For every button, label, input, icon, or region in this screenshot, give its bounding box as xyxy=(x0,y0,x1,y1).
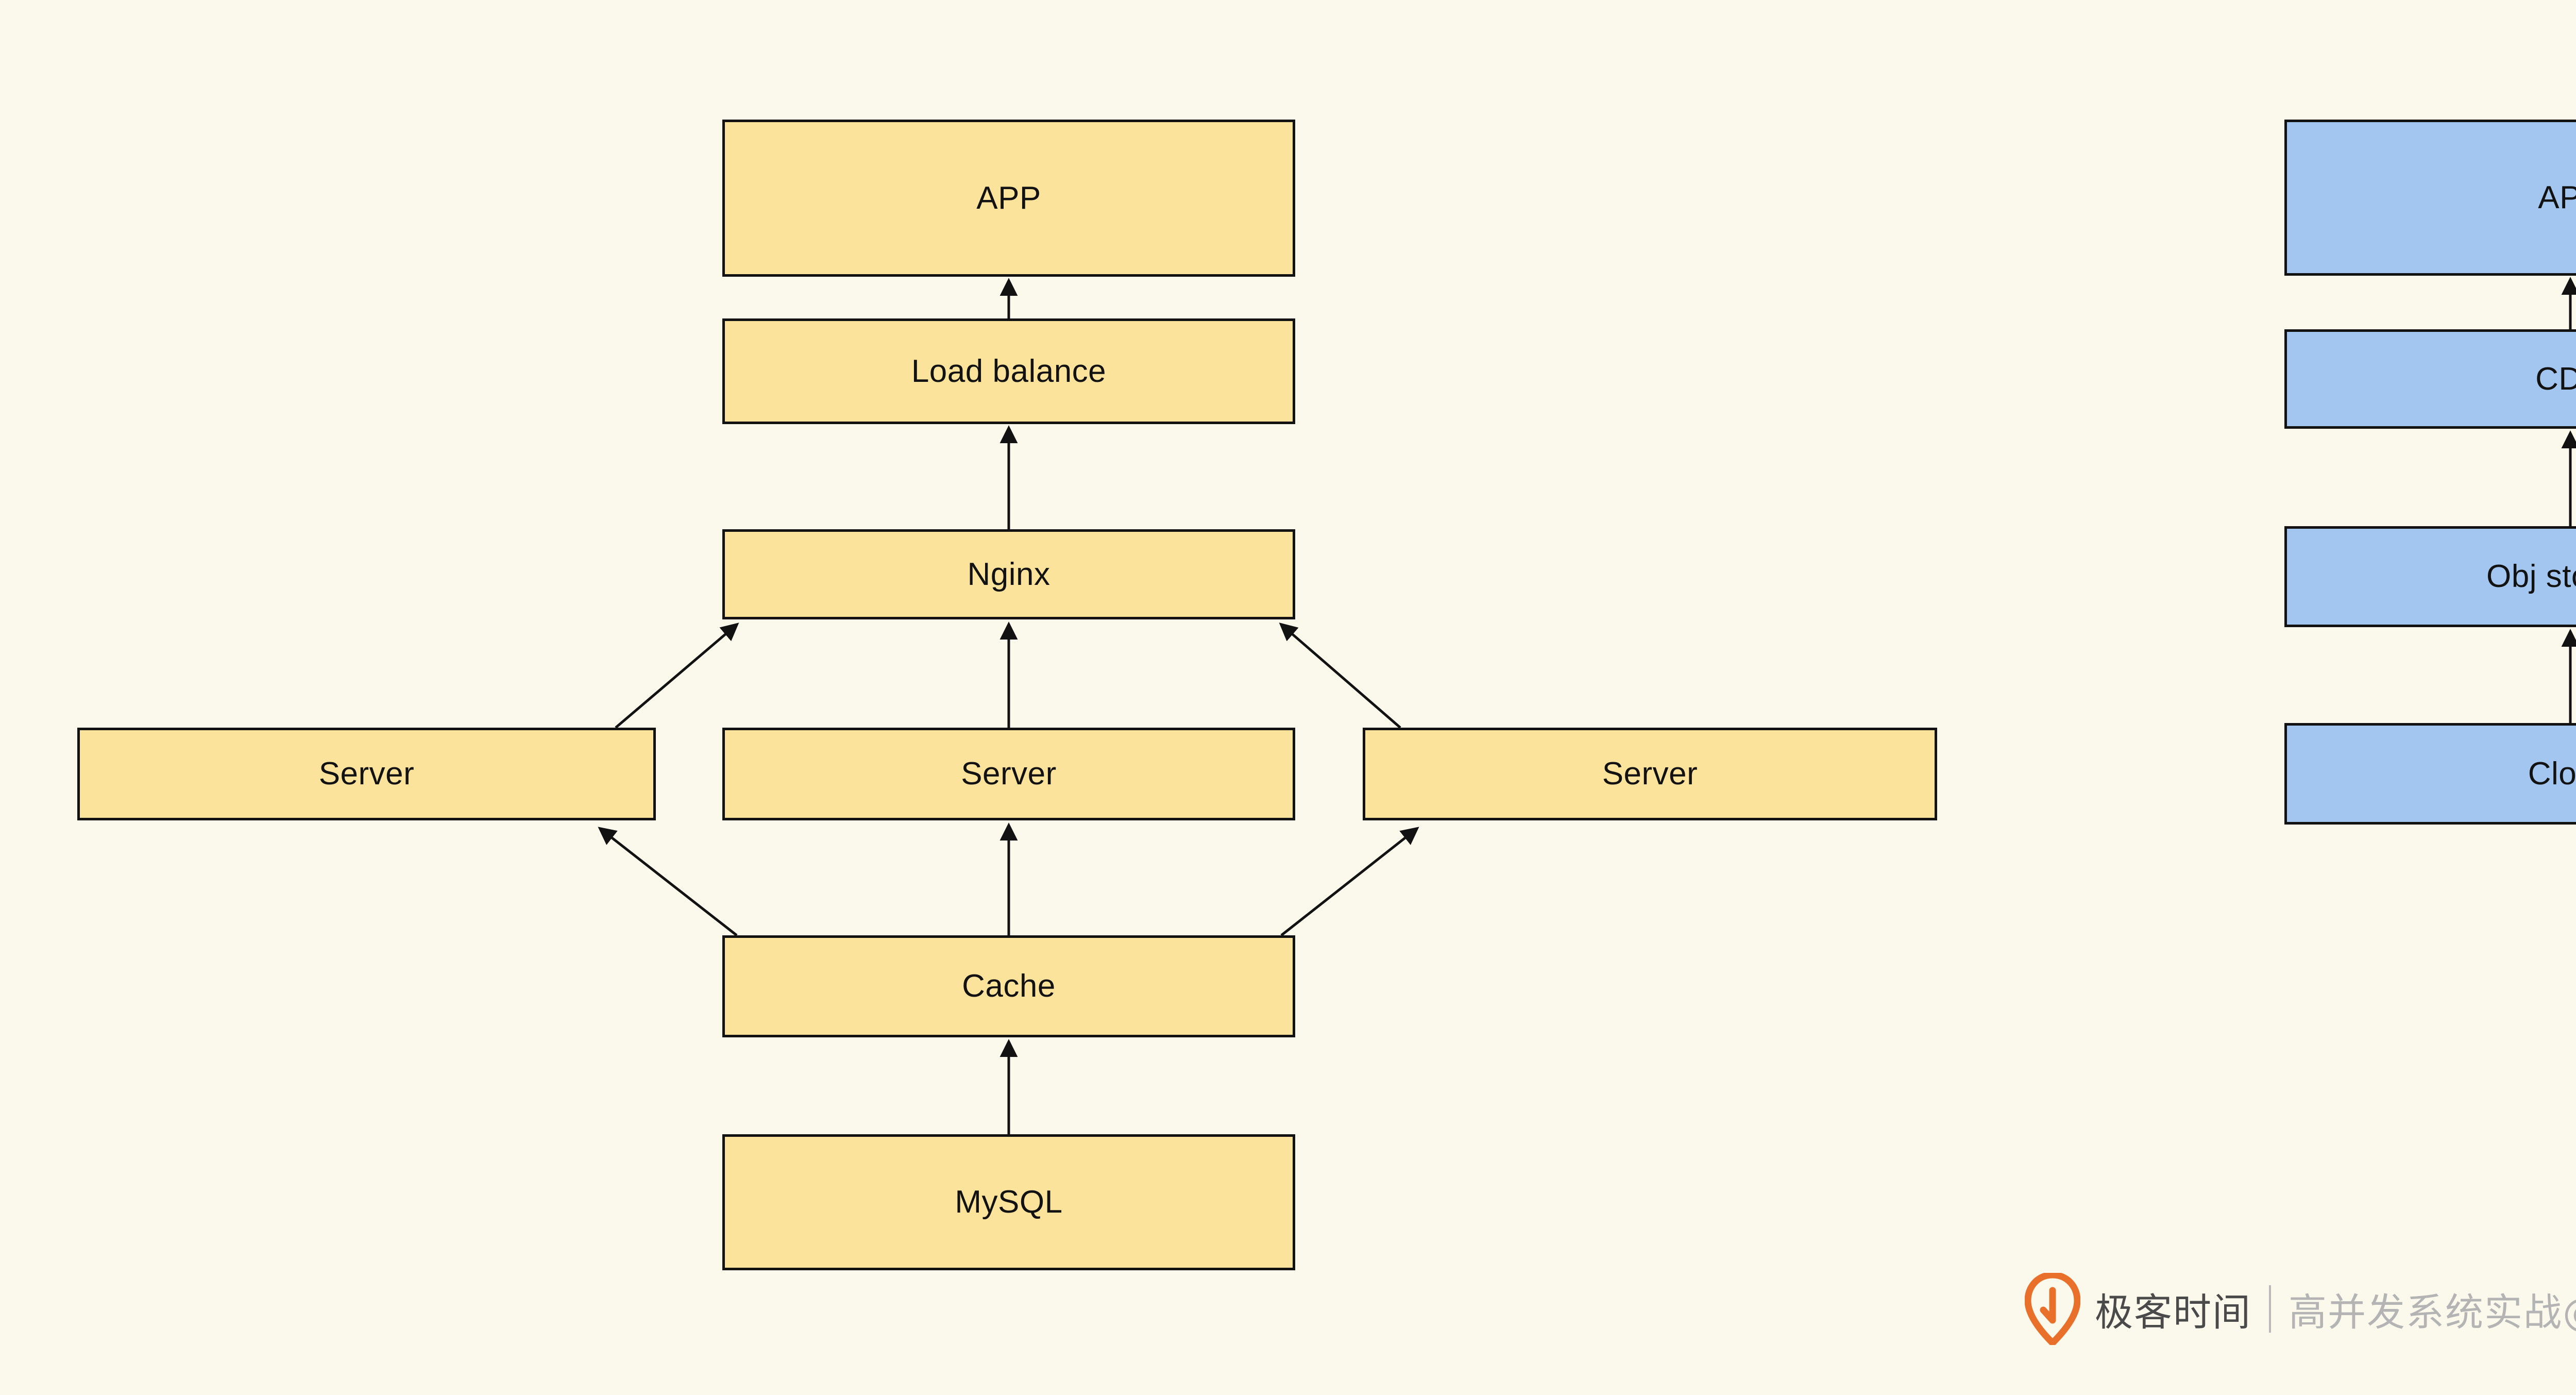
watermark: 极客时间 高并发系统实战@蓝天 xyxy=(2025,1268,2576,1350)
node-label: MySQL xyxy=(955,1184,1063,1220)
node-label: APP xyxy=(976,180,1041,216)
node-label: Cache xyxy=(962,968,1056,1004)
edge-cache-to-serverright xyxy=(1280,827,1419,936)
watermark-course: 高并发系统实战@蓝天 xyxy=(2289,1290,2576,1335)
node-app[interactable]: APP xyxy=(722,120,1295,277)
node-label: Cloud xyxy=(2528,755,2576,792)
node-nginx[interactable]: Nginx xyxy=(722,529,1295,619)
edge-serverright-to-nginx xyxy=(1279,623,1401,729)
node-label: CDN xyxy=(2535,361,2576,397)
node-label: Server xyxy=(1602,756,1698,792)
node-mysql[interactable]: MySQL xyxy=(722,1134,1295,1270)
node-label: APP xyxy=(2538,179,2576,215)
edge-serverleft-to-nginx xyxy=(615,623,739,729)
node-obj-storage[interactable]: Obj storage xyxy=(2284,526,2576,627)
watermark-brand: 极客时间 xyxy=(2095,1290,2251,1335)
node-cloud[interactable]: Cloud xyxy=(2284,723,2576,825)
node-server-left[interactable]: Server xyxy=(77,728,656,820)
node-app-static[interactable]: APP xyxy=(2284,120,2576,276)
node-cache[interactable]: Cache xyxy=(722,935,1295,1037)
node-label: Nginx xyxy=(967,556,1050,592)
geekbang-logo-icon xyxy=(2025,1273,2080,1345)
node-label: Server xyxy=(961,756,1057,792)
node-cdn[interactable]: CDN xyxy=(2284,329,2576,429)
edge-cache-to-serverleft xyxy=(598,827,738,936)
node-server-mid[interactable]: Server xyxy=(722,728,1295,820)
node-label: Load balance xyxy=(911,353,1107,389)
node-label: Server xyxy=(318,756,415,792)
node-label: Obj storage xyxy=(2486,559,2576,594)
watermark-divider xyxy=(2269,1285,2271,1333)
node-server-right[interactable]: Server xyxy=(1363,728,1937,820)
node-load-balance[interactable]: Load balance xyxy=(722,318,1295,424)
